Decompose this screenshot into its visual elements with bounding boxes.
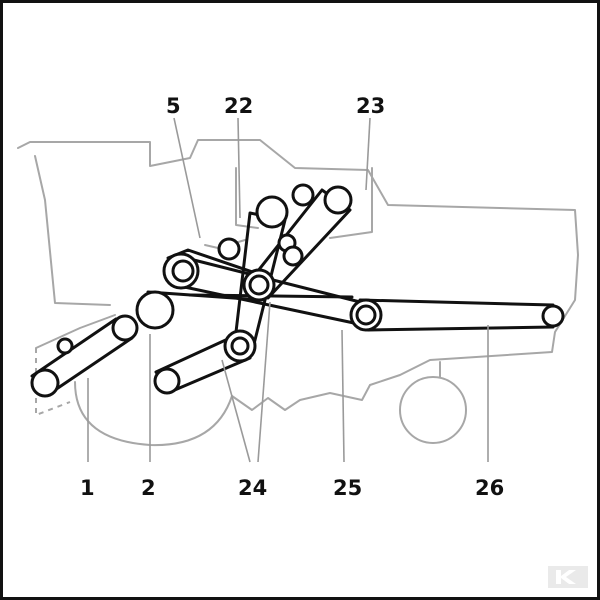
pulley-rear-mid-inner bbox=[355, 304, 377, 326]
callout-23: 23 bbox=[356, 94, 385, 118]
pulley-mid-small bbox=[217, 237, 241, 261]
pulley-top-small bbox=[291, 183, 315, 207]
pulley-idler-b bbox=[282, 245, 304, 267]
pulley-top-vertical bbox=[255, 195, 289, 229]
pulleys bbox=[30, 183, 565, 398]
pulley-top-right bbox=[323, 185, 353, 215]
callout-5: 5 bbox=[166, 94, 181, 118]
leader-24b bbox=[257, 301, 271, 463]
callout-26: 26 bbox=[475, 476, 504, 500]
callout-25: 25 bbox=[333, 476, 362, 500]
leader-23 bbox=[365, 117, 371, 191]
feeder-outline bbox=[35, 314, 116, 349]
front-hood-outline bbox=[34, 155, 111, 306]
pulley-lower-center-inner bbox=[230, 336, 250, 356]
leader-25 bbox=[341, 329, 345, 463]
belt-rear-long bbox=[358, 298, 555, 332]
cutter-bar bbox=[35, 348, 71, 417]
pulley-rear-end bbox=[541, 304, 565, 328]
pulley-main-drive bbox=[135, 290, 175, 330]
pulley-lower-left bbox=[153, 367, 181, 395]
leader-5 bbox=[173, 117, 201, 239]
callout-24: 24 bbox=[238, 476, 267, 500]
leader-24a bbox=[221, 359, 251, 463]
machine-outline bbox=[17, 139, 579, 447]
callout-1: 1 bbox=[80, 476, 95, 500]
callout-22: 22 bbox=[224, 94, 253, 118]
pulley-feeder-lower bbox=[30, 368, 60, 398]
callouts: 5 22 23 1 2 24 25 26 bbox=[80, 94, 504, 500]
belts bbox=[30, 188, 555, 394]
callout-2: 2 bbox=[141, 476, 156, 500]
k-logo-icon bbox=[548, 566, 588, 588]
pulley-upper-left-inner bbox=[171, 259, 195, 283]
pulley-small-left bbox=[56, 337, 74, 355]
leader-lines bbox=[87, 117, 489, 463]
pulley-feeder-upper bbox=[111, 314, 139, 342]
inner-outline bbox=[235, 167, 373, 239]
pulley-center-inner bbox=[248, 274, 270, 296]
header-outline bbox=[74, 381, 233, 447]
leader-22 bbox=[237, 117, 241, 219]
rear-wheel bbox=[399, 376, 467, 444]
body-outline bbox=[17, 139, 579, 411]
